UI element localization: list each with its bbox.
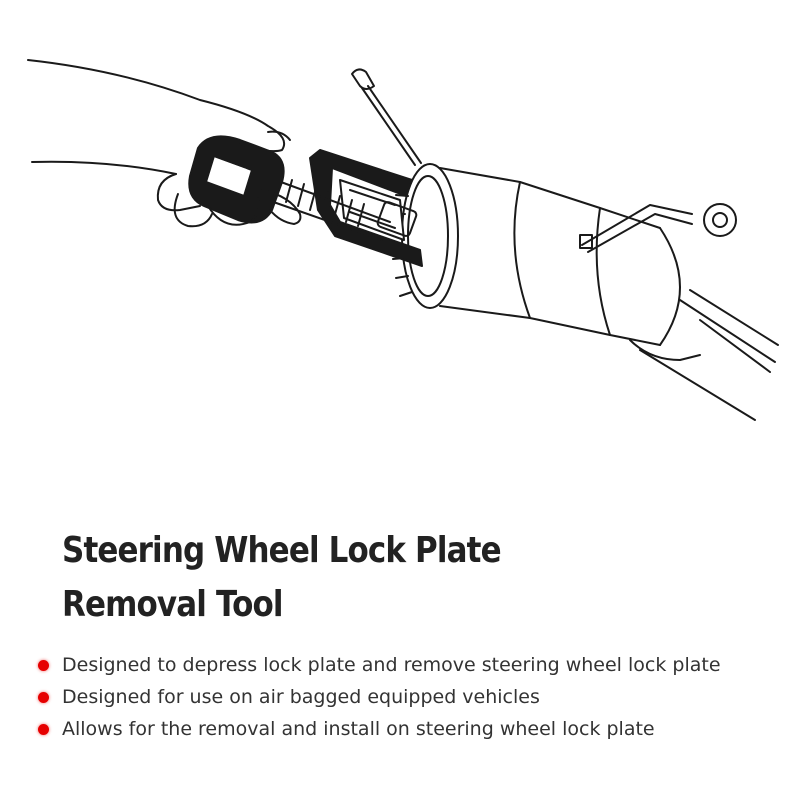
product-title: Steering Wheel Lock Plate Removal Tool: [62, 524, 502, 632]
tool-knob: [188, 135, 285, 224]
hand: [27, 59, 302, 228]
release-rod: [351, 68, 422, 166]
steering-column: [439, 167, 779, 421]
product-title-line-1: Steering Wheel Lock Plate: [62, 530, 502, 571]
feature-item: Designed to depress lock plate and remov…: [38, 649, 721, 681]
feature-item: Allows for the removal and install on st…: [38, 713, 721, 745]
red-dot-icon: [38, 659, 49, 671]
threaded-screw: [261, 175, 418, 241]
tool-illustration: [27, 59, 779, 421]
turn-signal-stalk: [581, 203, 737, 253]
feature-list: Designed to depress lock plate and remov…: [38, 649, 721, 745]
red-dot-icon: [38, 723, 49, 735]
feature-text: Allows for the removal and install on st…: [62, 718, 655, 740]
feature-text: Designed to depress lock plate and remov…: [62, 654, 721, 676]
feature-text: Designed for use on air bagged equipped …: [62, 686, 540, 708]
product-title-line-2: Removal Tool: [62, 584, 284, 625]
feature-item: Designed for use on air bagged equipped …: [38, 681, 721, 713]
red-dot-icon: [38, 691, 49, 703]
